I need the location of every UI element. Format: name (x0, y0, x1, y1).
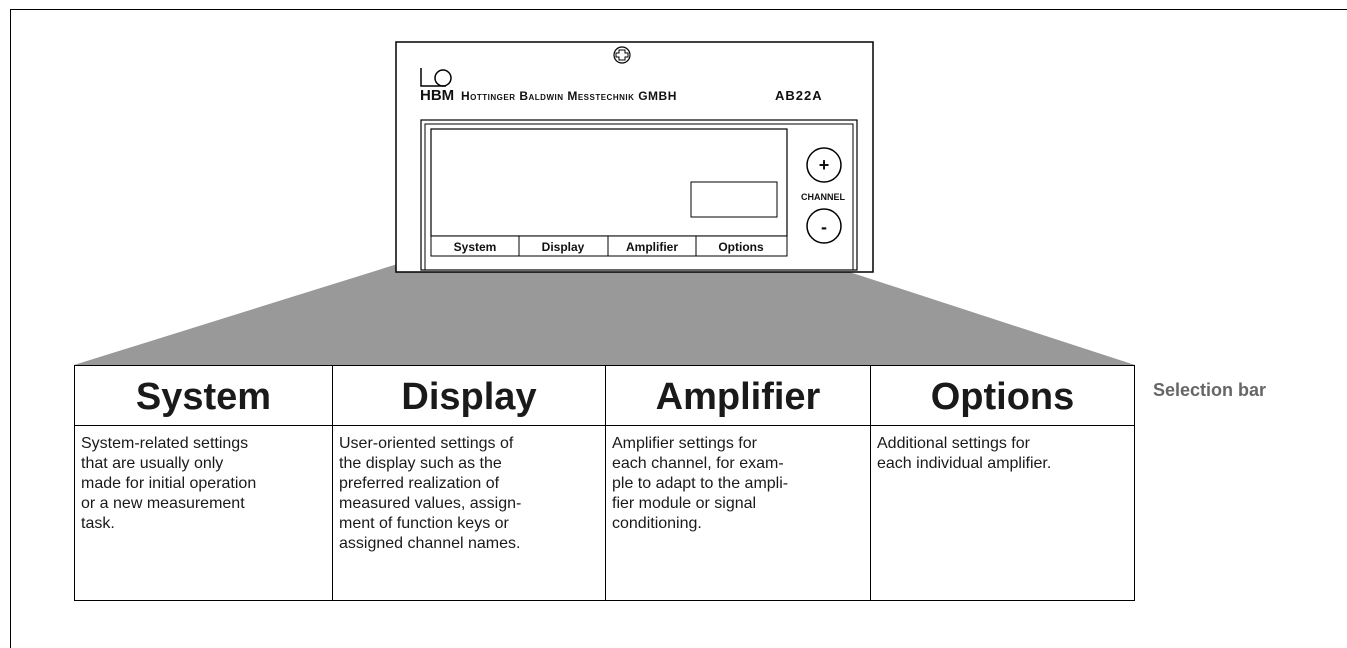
category-desc-system: System-related settings that are usually… (75, 426, 333, 600)
frame-border-left (10, 9, 11, 648)
channel-minus-button[interactable]: - (806, 208, 842, 244)
frame-border-top (10, 9, 1347, 10)
manufacturer-name: Hottinger Baldwin Messtechnik GMBH (461, 89, 677, 103)
screw-icon (613, 46, 631, 64)
hbm-logo-icon (420, 68, 452, 87)
device-panel: HBM Hottinger Baldwin Messtechnik GMBH A… (395, 41, 874, 273)
category-title-display: Display (333, 366, 606, 426)
plus-icon: + (819, 155, 830, 175)
channel-plus-button[interactable]: + (806, 147, 842, 183)
category-title-options: Options (871, 366, 1134, 426)
logo-text: HBM (420, 87, 454, 104)
category-title-system: System (75, 366, 333, 426)
softkey-display[interactable]: Display (542, 240, 585, 254)
softkey-system[interactable]: System (454, 240, 497, 254)
selection-bar-label: Selection bar (1153, 380, 1267, 400)
category-desc-options: Additional settings for each individual … (877, 435, 1052, 472)
softkey-options[interactable]: Options (718, 240, 764, 254)
selection-funnel (74, 252, 1135, 365)
model-number: AB22A (775, 88, 823, 103)
category-desc-amplifier: Amplifier settings for each channel, for… (606, 426, 871, 600)
minus-icon: - (821, 217, 827, 237)
softkey-bar: System Display Amplifier Options (430, 235, 788, 257)
selection-bar-table: System Display Amplifier Options System-… (74, 365, 1135, 601)
category-title-amplifier: Amplifier (606, 366, 871, 426)
display-value-box (690, 181, 778, 218)
category-desc-display: User-oriented settings of the display su… (333, 426, 606, 600)
softkey-amplifier[interactable]: Amplifier (626, 240, 678, 254)
channel-label: CHANNEL (801, 192, 846, 202)
